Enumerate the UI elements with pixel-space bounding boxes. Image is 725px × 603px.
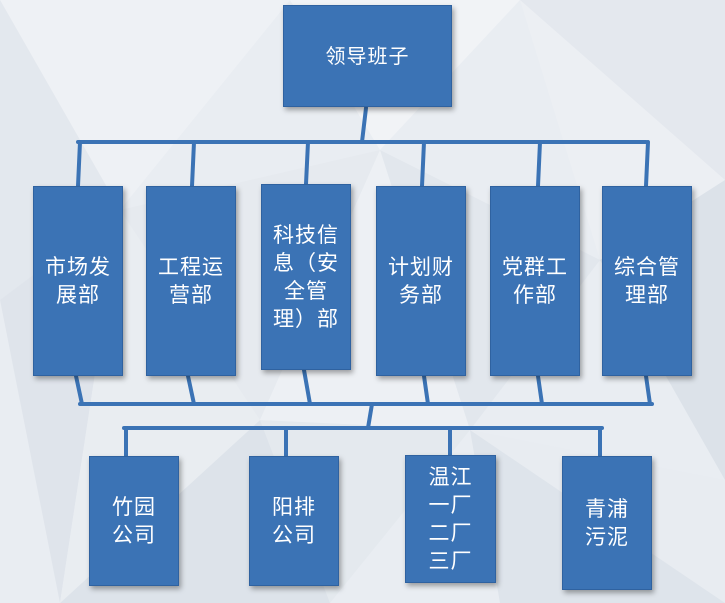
department-label: 工程运 营部 xyxy=(158,255,224,307)
connector-dept-6-top xyxy=(644,140,650,188)
connector-dept-5-bottom xyxy=(536,374,544,406)
connector-dept-3-bottom xyxy=(302,368,312,406)
company-label: 青浦 污泥 xyxy=(585,497,629,549)
company-box-yangpai: 阳排 公司 xyxy=(249,456,339,586)
connector-top-stem xyxy=(360,106,368,144)
company-label: 温江 一厂 二厂 三厂 xyxy=(428,465,473,573)
connector-dept-5-top xyxy=(536,140,542,188)
connector-dept-6-bottom xyxy=(644,374,652,406)
department-box-finance: 计划财 务部 xyxy=(376,186,466,376)
connector-middle-stem xyxy=(366,402,374,430)
department-label: 计划财 务部 xyxy=(388,255,454,307)
department-box-market: 市场发 展部 xyxy=(33,186,123,376)
company-label: 阳排 公司 xyxy=(272,495,316,547)
department-box-party: 党群工 作部 xyxy=(490,186,580,376)
connector-dept-1-bottom xyxy=(74,374,84,406)
connector-dept-4-top xyxy=(420,140,426,188)
department-label: 综合管 理部 xyxy=(614,255,680,307)
connector-dept-4-bottom xyxy=(422,374,430,406)
department-label: 市场发 展部 xyxy=(45,255,111,307)
leadership-label: 领导班子 xyxy=(325,44,410,68)
company-box-zhuyuan: 竹园 公司 xyxy=(89,456,179,586)
connector-dept-2-bottom xyxy=(186,374,196,406)
company-box-qingpu: 青浦 污泥 xyxy=(562,456,652,590)
connector-dept-3-top xyxy=(304,140,310,186)
department-box-engineering: 工程运 营部 xyxy=(146,186,236,376)
department-box-tech: 科技信 息（安 全管 理）部 xyxy=(261,184,351,370)
department-label: 党群工 作部 xyxy=(502,255,568,307)
department-label: 科技信 息（安 全管 理）部 xyxy=(273,223,339,331)
connector-dept-2-top xyxy=(190,140,196,188)
company-label: 竹园 公司 xyxy=(112,495,156,547)
connector-dept-1-top xyxy=(76,140,82,188)
company-box-wenjiang: 温江 一厂 二厂 三厂 xyxy=(405,455,496,583)
leadership-box: 领导班子 xyxy=(283,5,452,107)
department-box-admin: 综合管 理部 xyxy=(602,186,692,376)
